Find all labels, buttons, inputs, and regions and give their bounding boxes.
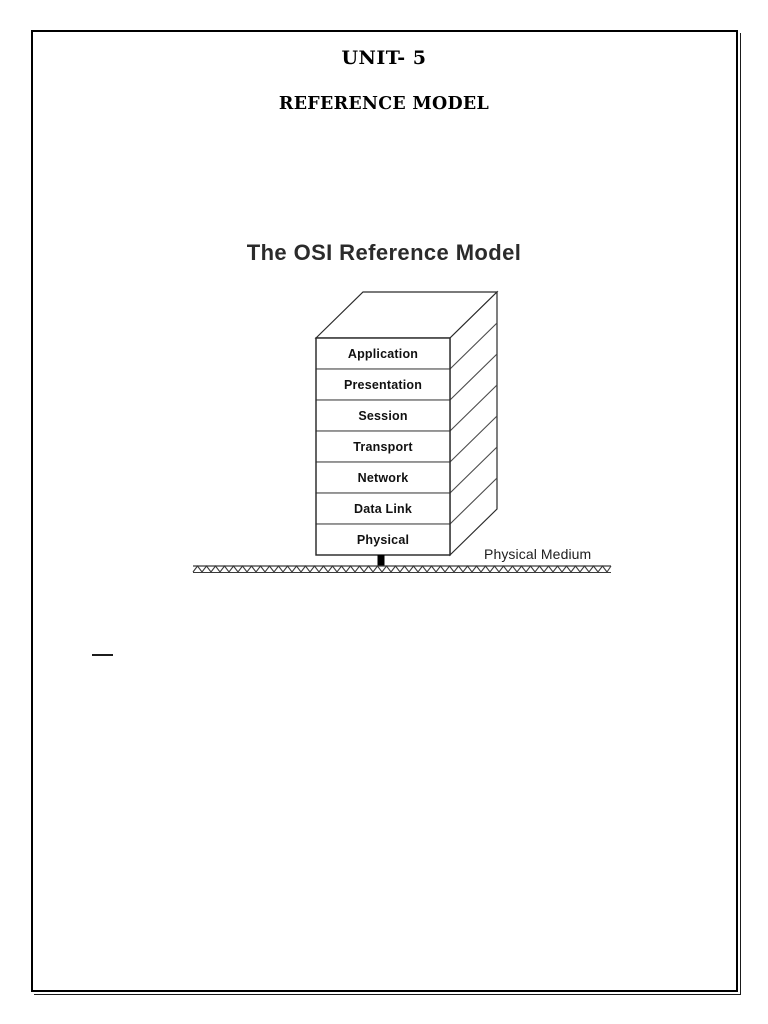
stray-dash-mark (92, 654, 113, 656)
reference-model-heading: REFERENCE MODEL (278, 93, 490, 114)
document-page (31, 30, 738, 992)
unit-heading: UNIT- 5 (341, 47, 427, 69)
figure-title: The OSI Reference Model (246, 240, 522, 265)
